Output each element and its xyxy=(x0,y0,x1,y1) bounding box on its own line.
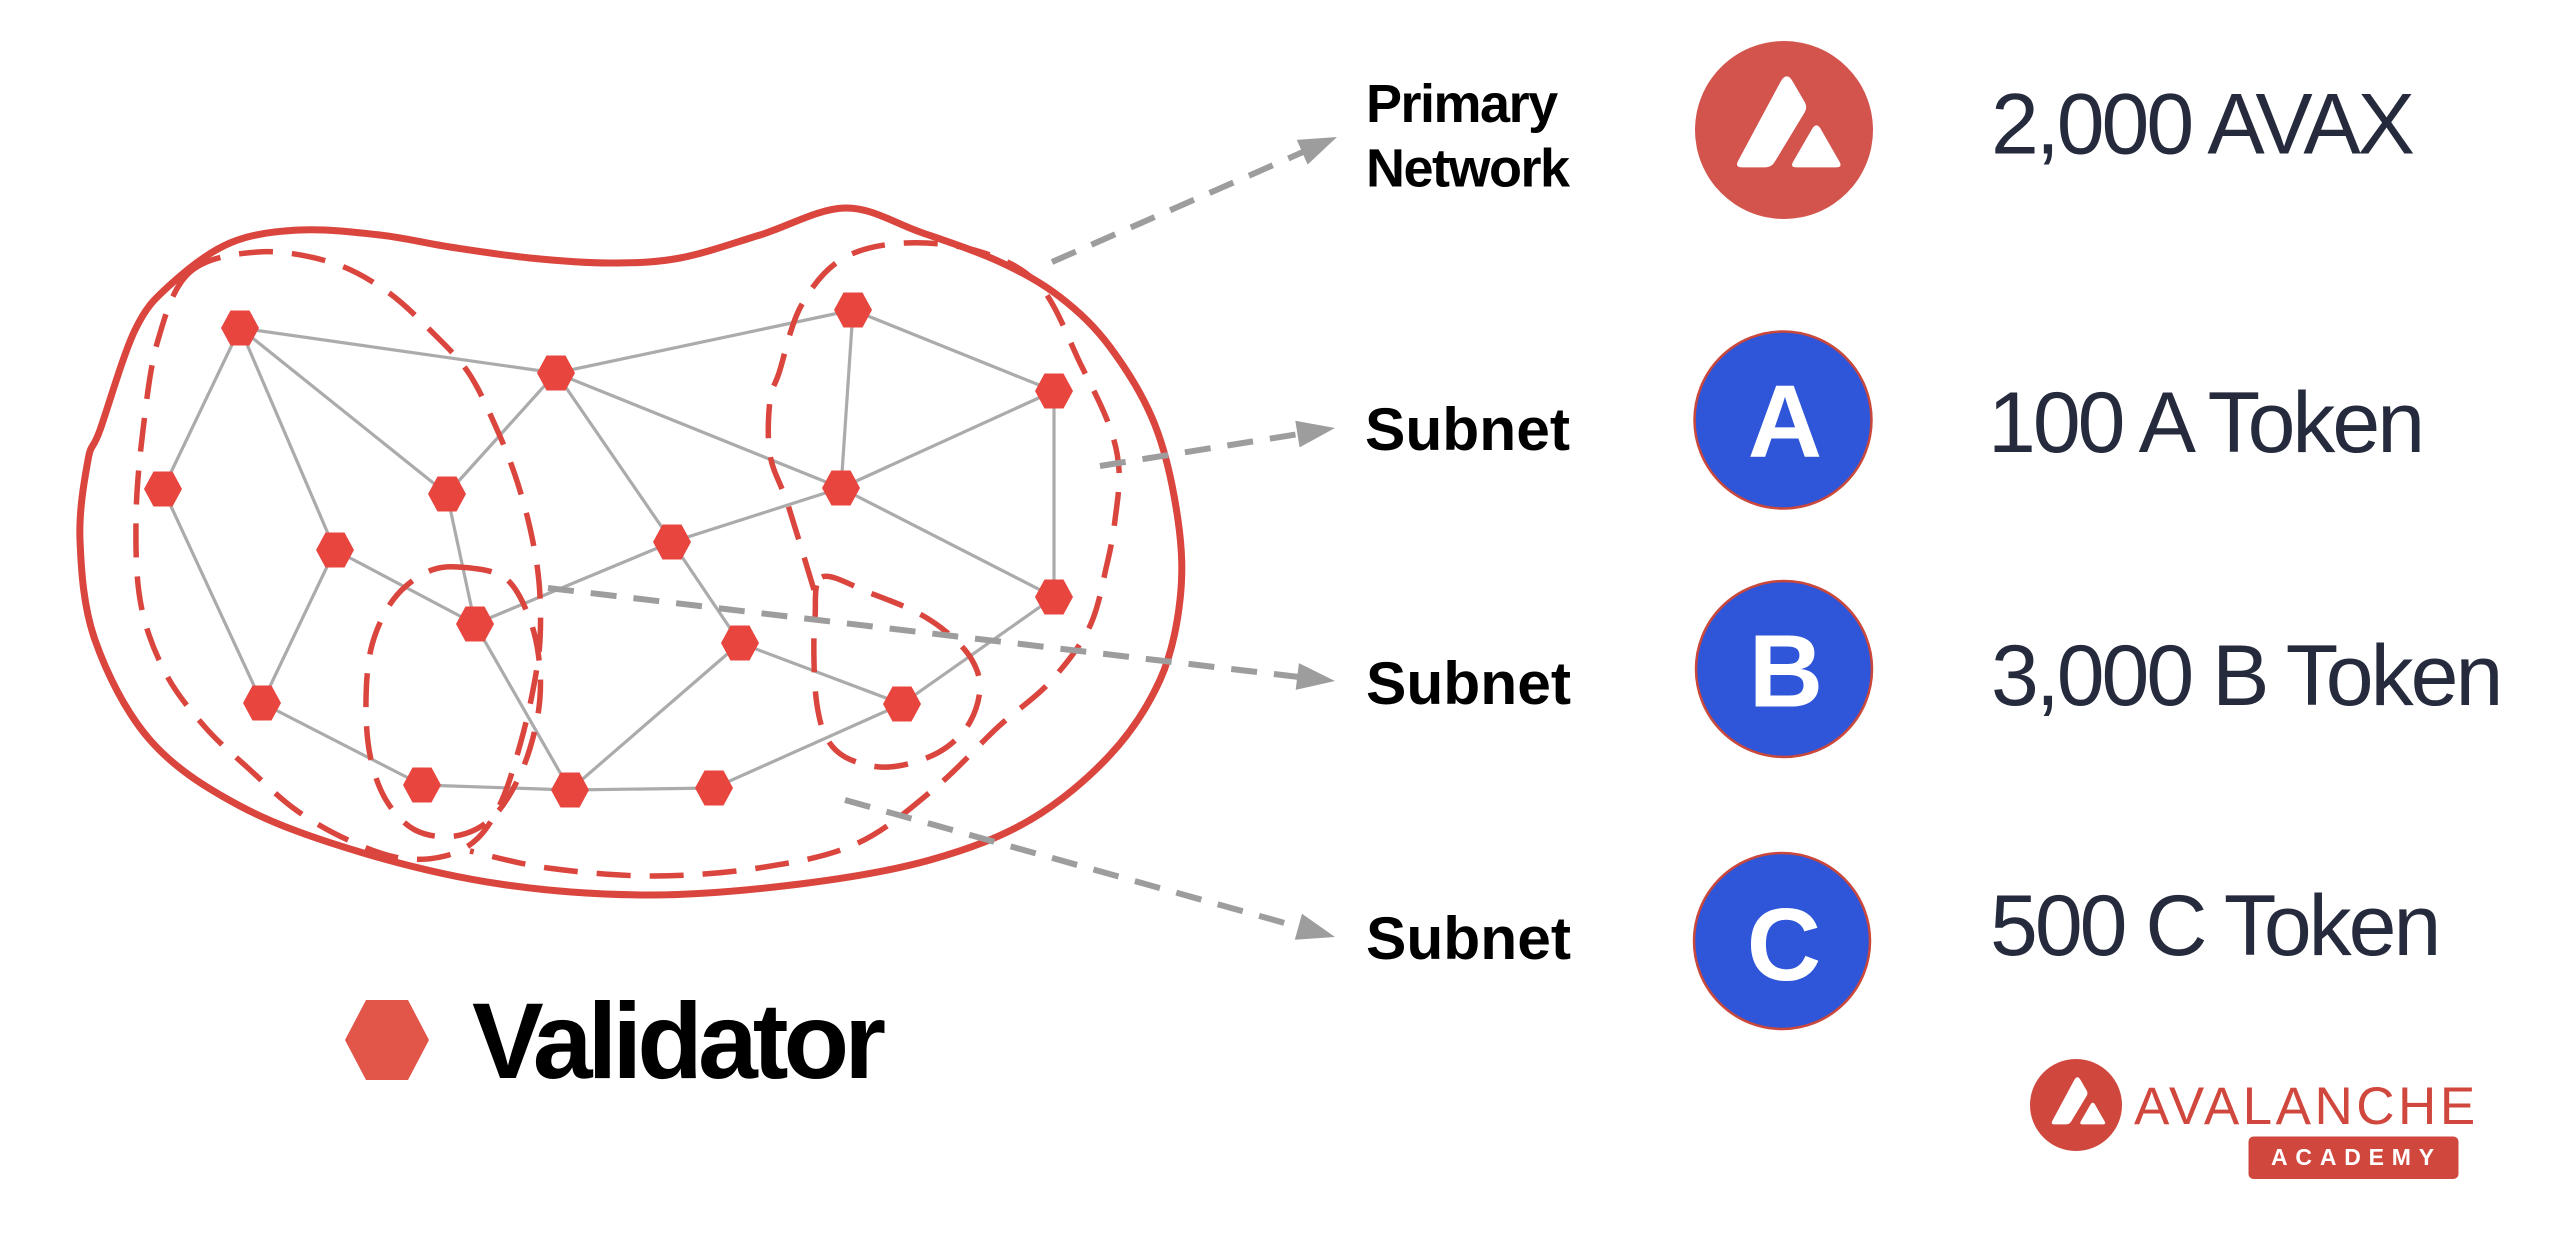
svg-text:Validator: Validator xyxy=(472,981,885,1101)
svg-text:AVALANCHE: AVALANCHE xyxy=(2134,1077,2479,1136)
svg-text:500 C Token: 500 C Token xyxy=(1990,878,2438,974)
svg-text:2,000 AVAX: 2,000 AVAX xyxy=(1991,77,2414,173)
svg-text:A: A xyxy=(1748,364,1822,479)
svg-text:Subnet: Subnet xyxy=(1366,904,1571,972)
svg-text:3,000 B Token: 3,000 B Token xyxy=(1991,628,2500,724)
svg-text:Primary: Primary xyxy=(1366,74,1558,134)
svg-text:C: C xyxy=(1747,887,1821,1002)
svg-text:Subnet: Subnet xyxy=(1366,649,1571,717)
svg-text:100 A Token: 100 A Token xyxy=(1988,375,2422,471)
svg-text:Subnet: Subnet xyxy=(1365,395,1570,463)
svg-text:Network: Network xyxy=(1366,138,1571,198)
svg-text:B: B xyxy=(1749,614,1823,729)
svg-text:ACADEMY: ACADEMY xyxy=(2271,1144,2442,1170)
